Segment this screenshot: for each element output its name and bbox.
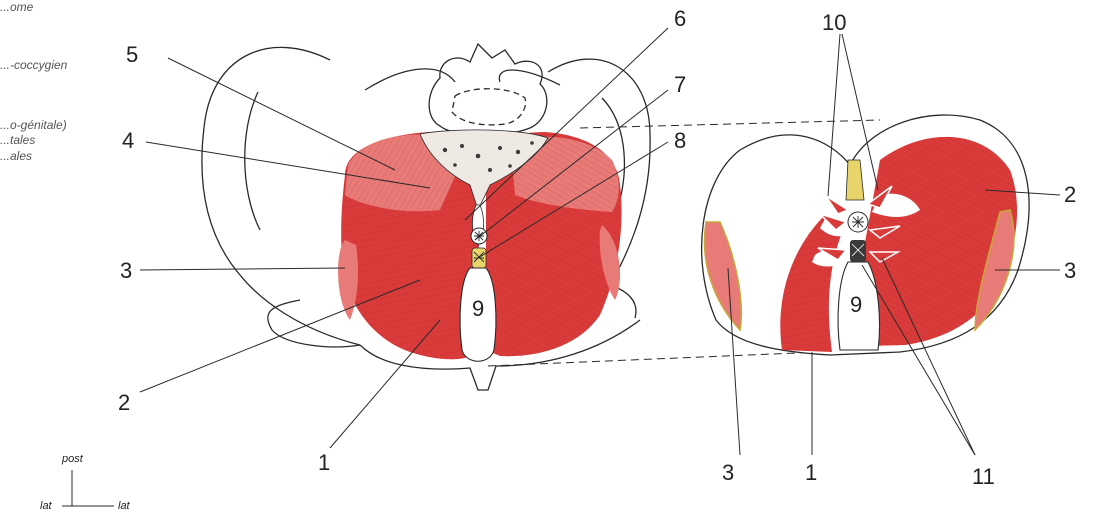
right-pelvic-floor-figure: [702, 115, 1029, 355]
callout-8: 8: [674, 128, 686, 153]
callout-3-right: 3: [1064, 258, 1076, 283]
callout-4: 4: [122, 128, 134, 153]
callout-1-right: 1: [805, 460, 817, 485]
callout-2-right: 2: [1064, 182, 1076, 207]
orientation-lat-left: lat: [40, 500, 53, 512]
callout-2: 2: [118, 390, 130, 415]
callout-9-left: 9: [472, 296, 484, 321]
callout-5: 5: [126, 42, 138, 67]
sacral-vertebra: [429, 44, 547, 135]
callout-11: 11: [972, 464, 995, 489]
callout-3: 3: [120, 258, 132, 283]
callout-7: 7: [674, 72, 686, 97]
connector-dashed-bottom: [488, 352, 820, 366]
left-muscle-group: [338, 130, 622, 361]
left-iliac-wing: [202, 47, 360, 345]
orientation-post: post: [61, 453, 84, 465]
callout-1: 1: [318, 450, 330, 475]
orientation-lat-right: lat: [118, 500, 131, 512]
callout-10: 10: [822, 10, 846, 35]
obturator-left: [338, 240, 358, 320]
callout-3-right-lower: 3: [722, 460, 734, 485]
orientation-indicator: post lat lat: [40, 453, 131, 512]
callout-6: 6: [674, 6, 686, 31]
callout-9-right: 9: [850, 292, 862, 317]
